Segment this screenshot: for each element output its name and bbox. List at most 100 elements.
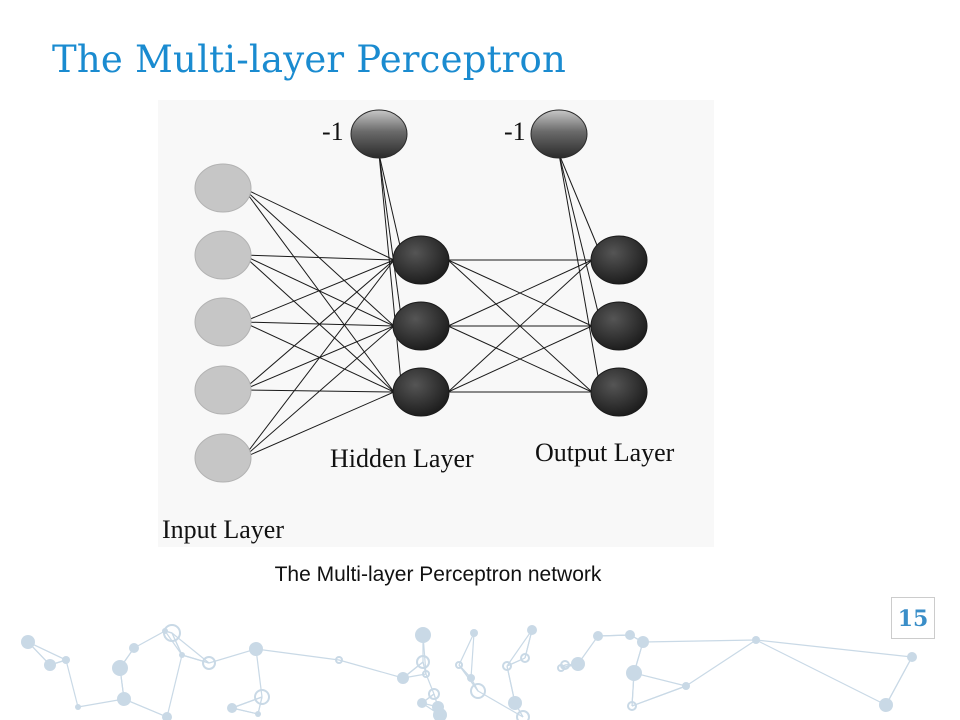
edge-input-4-hidden-0	[242, 259, 395, 459]
hidden-neuron-1	[392, 301, 450, 351]
decoration-dot	[397, 672, 409, 684]
decoration-link	[470, 632, 475, 679]
decoration-link	[755, 639, 913, 658]
input-neuron-1	[194, 230, 252, 280]
decoration-link	[755, 639, 887, 706]
decoration-link	[123, 698, 168, 718]
decoration-dot	[626, 665, 642, 681]
decoration-dot	[249, 642, 263, 656]
decoration-link	[255, 648, 263, 698]
decoration-dot	[467, 674, 475, 682]
decoration-dot	[255, 711, 261, 717]
decoration-link	[506, 629, 533, 667]
decoration-dot	[571, 657, 585, 671]
decoration-link	[255, 648, 340, 661]
decoration-dot	[593, 631, 603, 641]
decoration-link	[633, 672, 687, 687]
edge-input-1-hidden-0	[242, 254, 395, 261]
decoration-dot	[428, 688, 440, 700]
decoration-dot	[202, 656, 216, 670]
edge-bias-hidden-0	[378, 153, 402, 251]
decoration-dot	[879, 698, 893, 712]
edge-bias-output-0	[558, 153, 600, 251]
network-pattern-decoration	[21, 624, 917, 720]
edge-input-3-hidden-2	[242, 389, 395, 393]
decoration-dot	[254, 689, 270, 705]
decoration-dot	[179, 652, 185, 658]
decoration-dot	[455, 661, 463, 669]
hidden-neuron-2	[392, 367, 450, 417]
decoration-dot	[557, 664, 565, 672]
edge-bias-hidden-1	[378, 153, 402, 317]
decoration-dot	[415, 627, 431, 643]
decoration-link	[685, 639, 757, 687]
decoration-dot	[129, 643, 139, 653]
decoration-link	[338, 659, 404, 679]
output-neuron-1	[590, 301, 648, 351]
decoration-dot	[516, 710, 530, 720]
input-neuron-0	[194, 163, 252, 213]
decoration-dot	[625, 630, 635, 640]
decoration-dot	[422, 670, 430, 678]
decoration-link	[164, 630, 183, 656]
decoration-dot	[112, 660, 128, 676]
mlp-diagram: -1 -1 Hidden Layer Output Layer Input La…	[162, 109, 675, 544]
output-neuron-0	[590, 235, 648, 285]
decoration-link	[166, 654, 183, 718]
edge-input-4-hidden-1	[242, 325, 395, 459]
decoration-dot	[637, 636, 649, 648]
decoration-dot	[907, 652, 917, 662]
decoration-dot	[75, 704, 81, 710]
mlp-figure: -1 -1 Hidden Layer Output Layer Input La…	[158, 100, 714, 547]
decoration-link	[208, 648, 257, 664]
decoration-link	[642, 639, 757, 643]
input-neuron-3	[194, 365, 252, 415]
bias-label-hidden: -1	[322, 117, 344, 146]
edge-bias-output-2	[558, 153, 600, 383]
decoration-link	[631, 685, 687, 707]
decoration-link	[133, 630, 166, 649]
decoration-link	[231, 696, 263, 709]
decoration-dot	[502, 661, 512, 671]
decoration-link	[77, 698, 125, 708]
decoration-dot	[752, 636, 760, 644]
decoration-dot	[62, 656, 70, 664]
decoration-link	[885, 656, 913, 706]
decoration-dot	[417, 698, 427, 708]
edge-input-2-hidden-1	[242, 321, 395, 327]
edge-input-2-hidden-0	[242, 259, 395, 323]
bias-neuron-output	[530, 109, 588, 159]
decoration-link	[181, 654, 210, 664]
decoration-link	[171, 632, 183, 656]
edge-bias-hidden-2	[378, 153, 402, 383]
page-number-badge: 15	[891, 597, 935, 639]
decoration-dot	[21, 635, 35, 649]
edge-input-3-hidden-0	[242, 259, 395, 391]
decoration-dot	[162, 712, 172, 720]
edge-hidden-2-output-1	[447, 325, 593, 393]
decoration-dot	[470, 683, 486, 699]
bias-label-output: -1	[504, 117, 526, 146]
decoration-dot	[433, 708, 447, 720]
decoration-link	[65, 659, 79, 708]
decoration-dot	[117, 692, 131, 706]
edge-input-3-hidden-1	[242, 325, 395, 391]
hidden-neuron-0	[392, 235, 450, 285]
slide-title: The Multi-layer Perceptron	[52, 38, 567, 81]
neuron-nodes	[194, 109, 648, 483]
decoration-link	[597, 634, 631, 637]
decoration-dot	[162, 628, 168, 634]
figure-caption: The Multi-layer Perceptron network	[274, 563, 602, 586]
decoration-dot	[44, 659, 56, 671]
bias-neuron-hidden	[350, 109, 408, 159]
decoration-dot	[508, 696, 522, 710]
decoration-dot	[335, 656, 343, 664]
connection-lines	[242, 153, 600, 459]
decoration-link	[27, 641, 67, 661]
edge-input-4-hidden-2	[242, 391, 395, 459]
decoration-dot	[527, 625, 537, 635]
edge-hidden-2-output-0	[447, 259, 593, 393]
decoration-dot	[470, 629, 478, 637]
decoration-dot	[520, 653, 530, 663]
